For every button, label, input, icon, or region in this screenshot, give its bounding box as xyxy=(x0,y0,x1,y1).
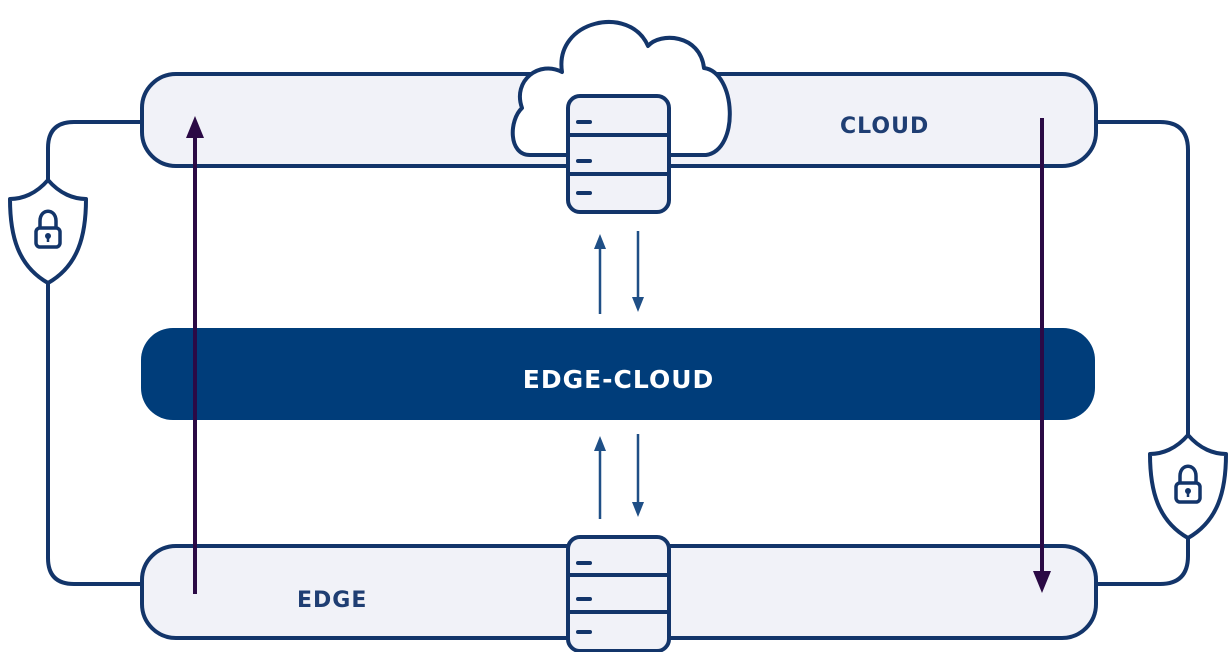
shield-lock-left-icon xyxy=(8,178,88,285)
lower-up-arrow xyxy=(594,436,606,519)
edge-label: EDGE xyxy=(297,588,368,613)
long-up-arrow xyxy=(186,116,204,594)
lower-down-arrow xyxy=(632,434,644,517)
shield-lock-right-icon xyxy=(1148,433,1228,540)
cloud-label: CLOUD xyxy=(840,114,930,139)
server-rack-top-icon xyxy=(566,94,671,214)
server-rack-bottom-icon xyxy=(566,535,671,652)
left-connector-line xyxy=(46,120,143,586)
edge-cloud-bar xyxy=(141,328,1095,420)
edge-cloud-label: EDGE-CLOUD xyxy=(522,365,715,394)
upper-up-arrow xyxy=(594,234,606,314)
upper-down-arrow xyxy=(632,231,644,312)
right-connector-line xyxy=(1095,120,1190,586)
long-down-arrow xyxy=(1033,118,1051,593)
